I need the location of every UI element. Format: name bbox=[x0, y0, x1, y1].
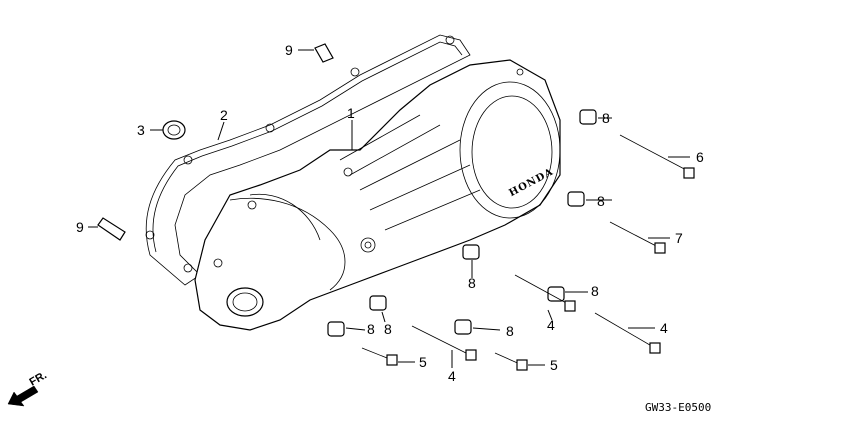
arrow-icon bbox=[7, 385, 39, 407]
callout-6: 6 bbox=[696, 149, 704, 165]
callout-4-b: 4 bbox=[448, 368, 456, 384]
front-direction-arrow: FR. bbox=[7, 369, 49, 407]
bolt-set bbox=[361, 134, 695, 371]
oil-seal bbox=[162, 120, 186, 140]
gasket bbox=[145, 34, 471, 286]
callout-labels: 1 2 3 4 4 4 5 5 6 7 8 8 8 8 8 8 8 9 9 bbox=[76, 42, 704, 384]
direction-label: FR. bbox=[28, 369, 49, 388]
leader-lines bbox=[88, 49, 690, 368]
callout-9-b: 9 bbox=[76, 219, 84, 235]
callout-5-a: 5 bbox=[419, 354, 427, 370]
callout-8-a: 8 bbox=[602, 110, 610, 126]
dowel-pin-left bbox=[97, 217, 126, 241]
callout-4-c: 4 bbox=[660, 320, 668, 336]
callout-4-a: 4 bbox=[547, 317, 555, 333]
dowel-pin-top bbox=[314, 43, 334, 63]
callout-8-e: 8 bbox=[384, 321, 392, 337]
callout-3: 3 bbox=[137, 122, 145, 138]
callout-1: 1 bbox=[347, 105, 355, 121]
callout-7: 7 bbox=[675, 230, 683, 246]
callout-8-d: 8 bbox=[591, 283, 599, 299]
callout-8-f: 8 bbox=[506, 323, 514, 339]
callout-8-b: 8 bbox=[597, 193, 605, 209]
callout-5-b: 5 bbox=[550, 357, 558, 373]
diagram-code: GW33-E0500 bbox=[645, 401, 711, 414]
callout-8-g: 8 bbox=[367, 321, 375, 337]
callout-2: 2 bbox=[220, 107, 228, 123]
callout-8-c: 8 bbox=[468, 275, 476, 291]
callout-9-a: 9 bbox=[285, 42, 293, 58]
left-crankcase-cover: HONDA bbox=[194, 59, 561, 331]
collar-set bbox=[327, 109, 597, 337]
